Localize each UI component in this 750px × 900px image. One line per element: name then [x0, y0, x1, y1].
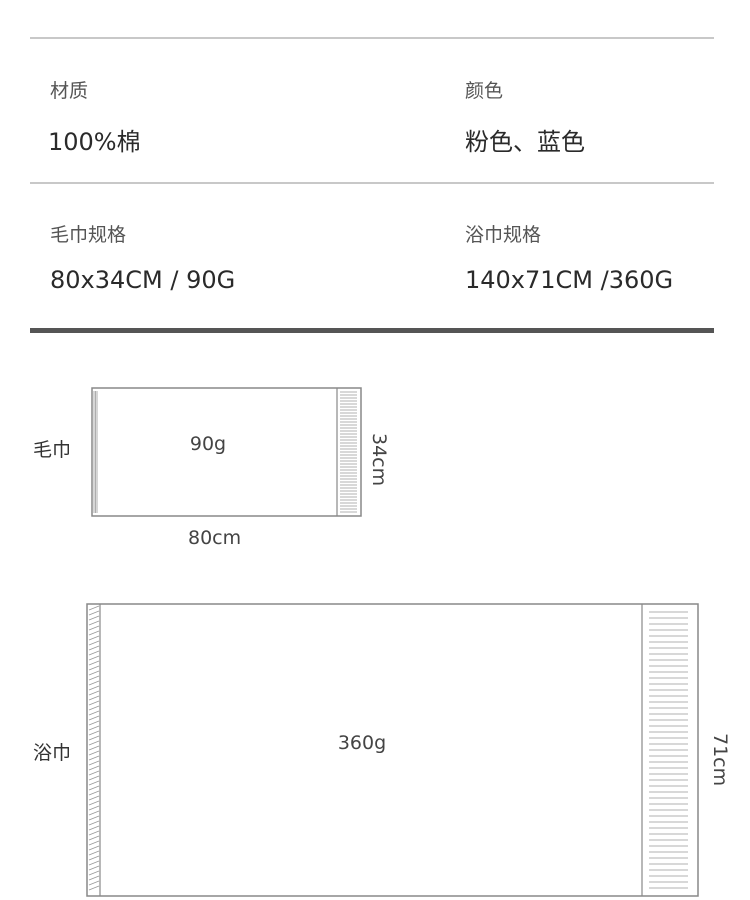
fringe-thread [88, 630, 100, 636]
fringe-thread [88, 845, 100, 851]
color-label: 颜色 [465, 80, 504, 102]
section-divider [30, 328, 714, 333]
fringe-thread [88, 780, 100, 786]
bath-towel-height: 71cm [709, 733, 731, 787]
fringe-thread [88, 830, 100, 836]
fringe-thread [88, 760, 100, 766]
face-towel-spec-value: 80x34CM / 90G [50, 266, 236, 294]
fringe-thread [88, 805, 100, 811]
fringe-thread [88, 665, 100, 671]
fringe-thread [88, 710, 100, 716]
fringe-thread [88, 795, 100, 801]
material-label: 材质 [50, 80, 89, 102]
fringe-thread [88, 615, 100, 621]
bath-towel-diagram [86, 603, 699, 897]
fringe-thread [88, 705, 100, 711]
middle-divider [30, 182, 714, 184]
fringe-thread [88, 820, 100, 826]
bath-towel-outline [86, 603, 699, 897]
face-towel-height: 34cm [368, 433, 390, 487]
fringe-thread [88, 700, 100, 706]
fringe-thread [88, 870, 100, 876]
fringe-thread [88, 695, 100, 701]
fringe-thread [88, 645, 100, 651]
bath-towel-spec-label: 浴巾规格 [465, 224, 542, 246]
face-towel-spec-label: 毛巾规格 [50, 224, 127, 246]
fringe-thread [88, 785, 100, 791]
top-divider [30, 37, 714, 39]
fringe-thread [88, 875, 100, 881]
face-towel-name: 毛巾 [33, 439, 72, 461]
fringe-thread [88, 735, 100, 741]
fringe-thread [88, 765, 100, 771]
fringe-thread [88, 715, 100, 721]
fringe-thread [88, 885, 100, 891]
bath-towel-weight: 360g [337, 732, 387, 754]
fringe-thread [88, 800, 100, 806]
fringe-thread [88, 750, 100, 756]
fringe-thread [88, 725, 100, 731]
fringe-thread [88, 825, 100, 831]
fringe-thread [88, 815, 100, 821]
fringe-thread [88, 660, 100, 666]
fringe-thread [88, 655, 100, 661]
fringe-thread [88, 730, 100, 736]
fringe-thread [88, 675, 100, 681]
face-towel-left-fringe [93, 391, 98, 513]
fringe-thread [88, 690, 100, 696]
fringe-thread [88, 790, 100, 796]
fringe-thread [88, 635, 100, 641]
face-towel-right-fringe [340, 391, 357, 513]
fringe-thread [88, 860, 100, 866]
fringe-thread [88, 775, 100, 781]
bath-towel-right-fringe [649, 611, 688, 889]
bath-towel-name: 浴巾 [33, 742, 72, 764]
fringe-thread [88, 740, 100, 746]
fringe-thread [88, 620, 100, 626]
fringe-thread [88, 880, 100, 886]
fringe-thread [88, 680, 100, 686]
material-value: 100%棉 [48, 128, 141, 156]
face-towel-outline [91, 387, 362, 517]
fringe-thread [88, 855, 100, 861]
fringe-thread [88, 810, 100, 816]
fringe-thread [88, 745, 100, 751]
face-towel-width: 80cm [188, 527, 242, 549]
fringe-thread [88, 640, 100, 646]
fringe-thread [88, 835, 100, 841]
fringe-thread [88, 720, 100, 726]
fringe-thread [88, 865, 100, 871]
bath-towel-spec-value: 140x71CM /360G [465, 266, 674, 294]
fringe-thread [88, 610, 100, 616]
face-towel-weight: 90g [189, 433, 227, 455]
color-value: 粉色、蓝色 [465, 128, 585, 156]
fringe-thread [88, 840, 100, 846]
fringe-thread [88, 770, 100, 776]
face-towel-diagram [91, 387, 362, 517]
fringe-thread [88, 850, 100, 856]
fringe-thread [88, 625, 100, 631]
fringe-thread [88, 605, 100, 611]
fringe-thread [88, 685, 100, 691]
bath-towel-left-fringe [88, 605, 100, 891]
fringe-thread [88, 755, 100, 761]
fringe-thread [88, 650, 100, 656]
fringe-thread [88, 670, 100, 676]
